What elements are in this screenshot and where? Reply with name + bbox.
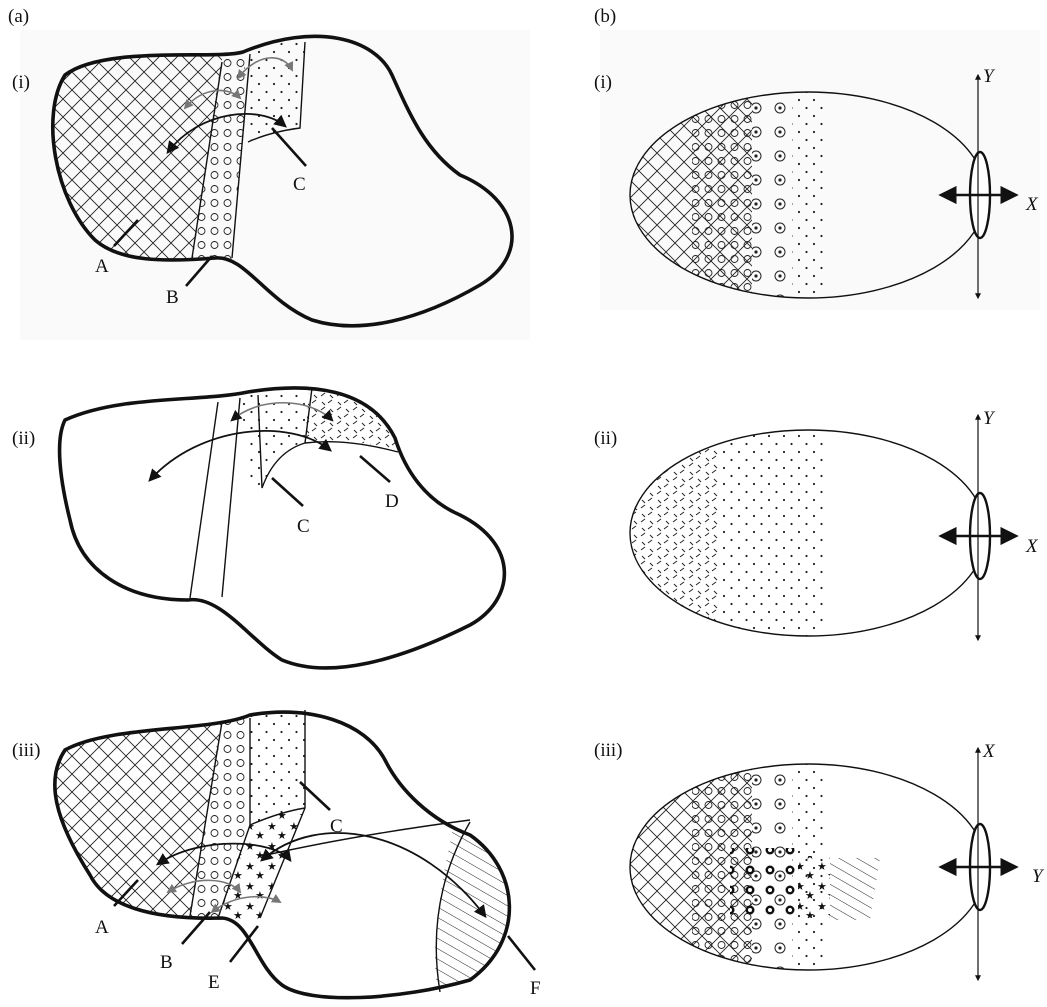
zone-dots — [720, 420, 826, 650]
panel-a-heading: (a) — [8, 6, 29, 27]
row-numeral: (i) — [594, 72, 612, 93]
region-C — [243, 40, 305, 140]
label-A: A — [95, 917, 109, 938]
zone-dots — [792, 80, 826, 310]
label-C: C — [297, 516, 310, 537]
zone-stars — [798, 856, 830, 918]
label-E: E — [208, 972, 220, 993]
label-C: C — [330, 816, 343, 837]
label-B: B — [166, 287, 179, 308]
zone-circles — [692, 80, 752, 310]
label-A: A — [95, 256, 109, 277]
label-D: D — [385, 491, 399, 512]
axis-label-horizontal: X — [1025, 536, 1039, 557]
panel-b-heading: (b) — [594, 6, 616, 27]
label-B: B — [160, 952, 173, 973]
row-numeral: (ii) — [12, 428, 35, 449]
label-F: F — [530, 978, 541, 999]
label-C: C — [293, 174, 306, 195]
region-C — [250, 700, 305, 825]
axis-label-horizontal: X — [1025, 194, 1039, 215]
row-numeral: (ii) — [594, 428, 617, 449]
row-numeral: (i) — [12, 72, 30, 93]
zone-bullseye — [752, 80, 792, 310]
row-numeral: (iii) — [594, 740, 623, 761]
axis-label-vertical: X — [982, 741, 996, 762]
zone-black-rings — [730, 848, 798, 920]
row-numeral: (iii) — [12, 740, 41, 761]
